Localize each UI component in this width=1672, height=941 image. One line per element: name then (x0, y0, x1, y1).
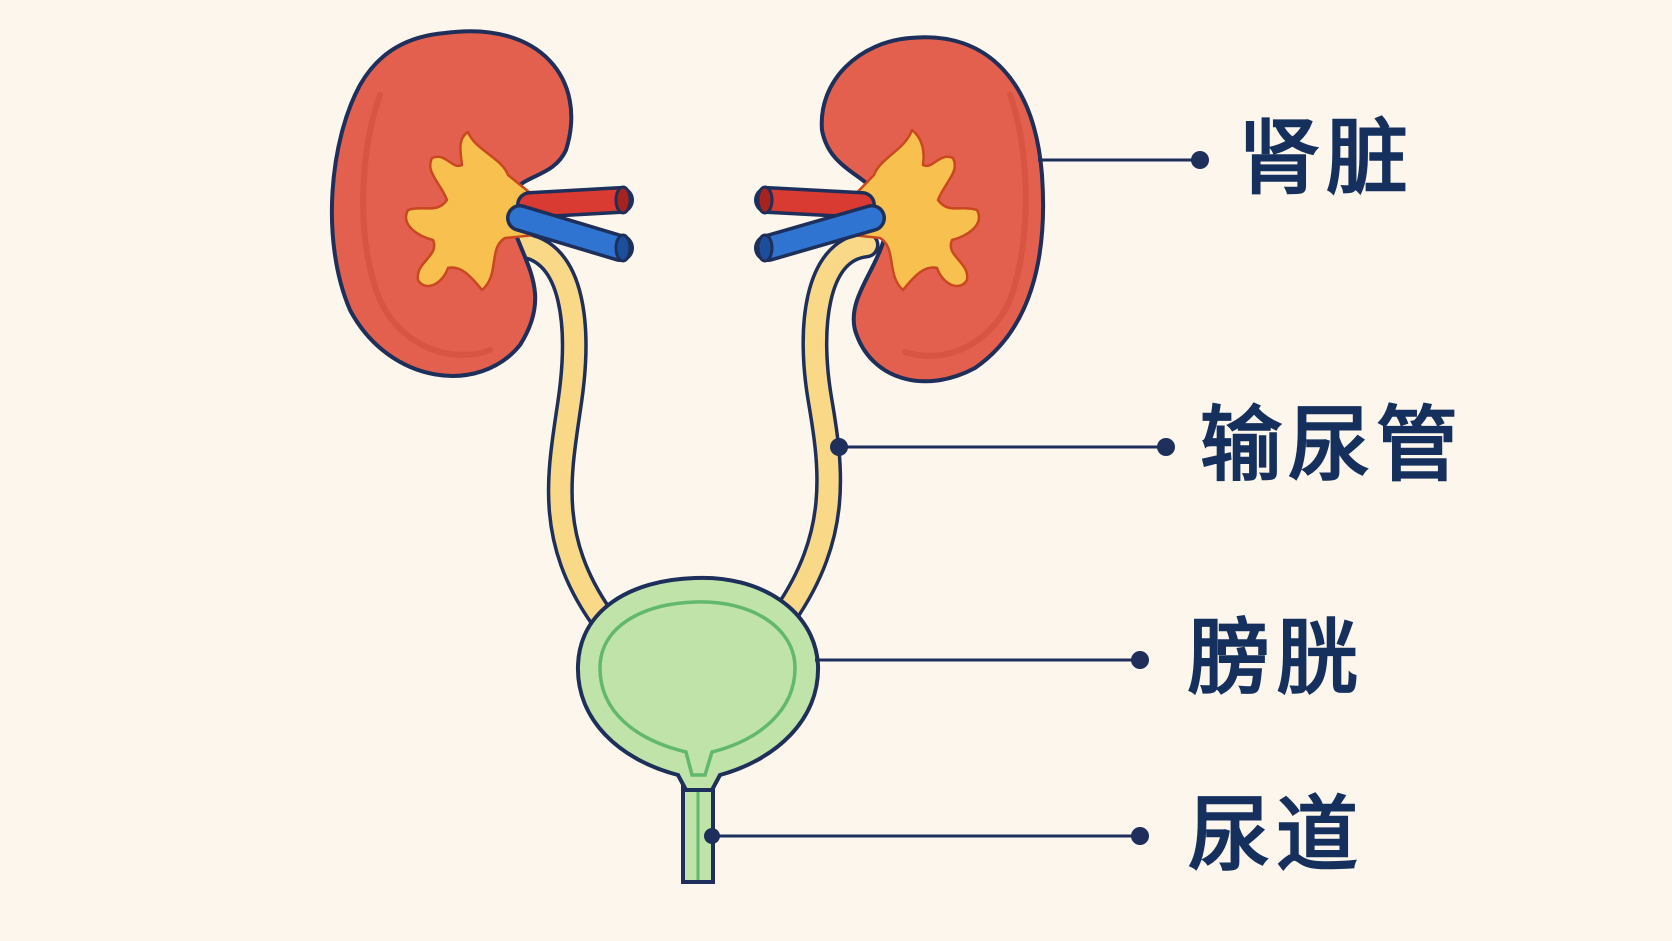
renal-artery-right (754, 185, 876, 219)
renal-artery-left (516, 185, 634, 219)
leader-ureter (830, 438, 1175, 456)
leader-bladder (815, 651, 1149, 669)
label-urethra: 尿道 (1188, 788, 1365, 883)
ureter-right (771, 231, 880, 629)
ureter-left (506, 231, 614, 629)
kidney-right (819, 35, 1046, 384)
renal-vein-left (506, 204, 634, 263)
label-kidney: 肾脏 (1238, 111, 1415, 206)
bladder (575, 575, 821, 792)
leader-urethra (704, 827, 1149, 845)
renal-vein-right (754, 204, 886, 263)
leader-kidney (1038, 151, 1209, 169)
label-ureter: 输尿管 (1200, 398, 1465, 493)
label-bladder: 膀胱 (1188, 611, 1365, 706)
renal-pelvis-right (843, 128, 981, 292)
renal-pelvis-left (404, 130, 547, 292)
kidney-left (329, 29, 574, 378)
